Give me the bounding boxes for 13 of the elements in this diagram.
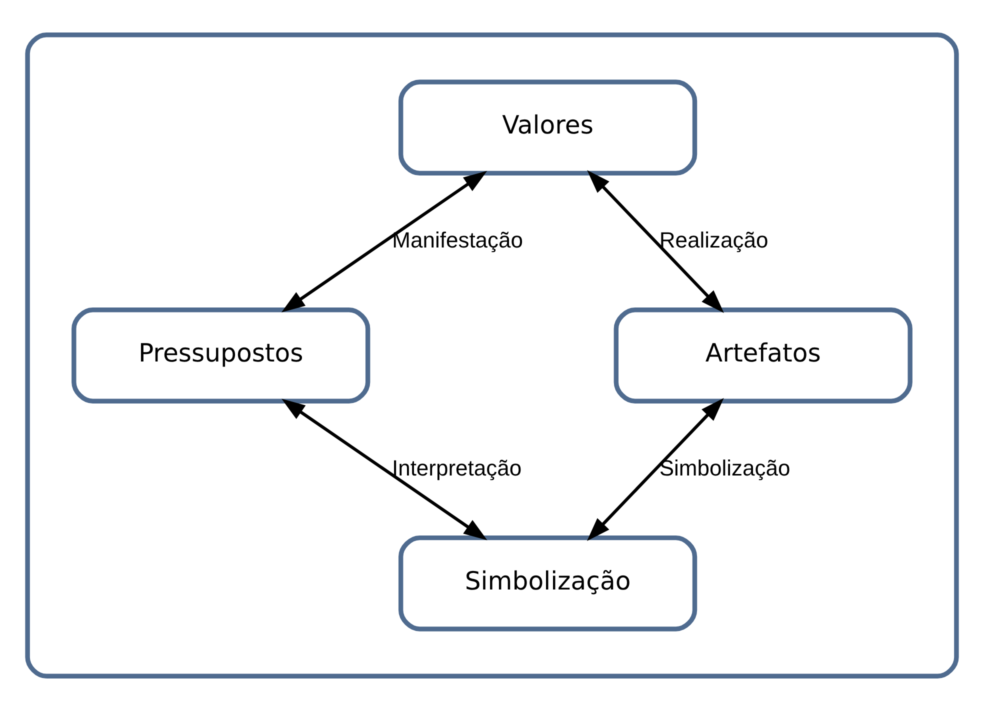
- cluster: [25, 32, 959, 678]
- arrow: [586, 398, 724, 540]
- arrow: [281, 170, 488, 312]
- edge-label: Realização: [659, 226, 768, 252]
- arrow: [282, 398, 488, 540]
- edge-label: Simbolização: [659, 454, 790, 480]
- arrow: [587, 170, 724, 313]
- edge-label: Interpretação: [392, 454, 522, 480]
- node-box: Artefatos: [614, 307, 912, 403]
- node-box: Pressupostos: [72, 307, 370, 403]
- node-box: Simbolização: [398, 534, 698, 631]
- node-box: Valores: [398, 79, 698, 176]
- edge-label: Manifestação: [392, 226, 524, 252]
